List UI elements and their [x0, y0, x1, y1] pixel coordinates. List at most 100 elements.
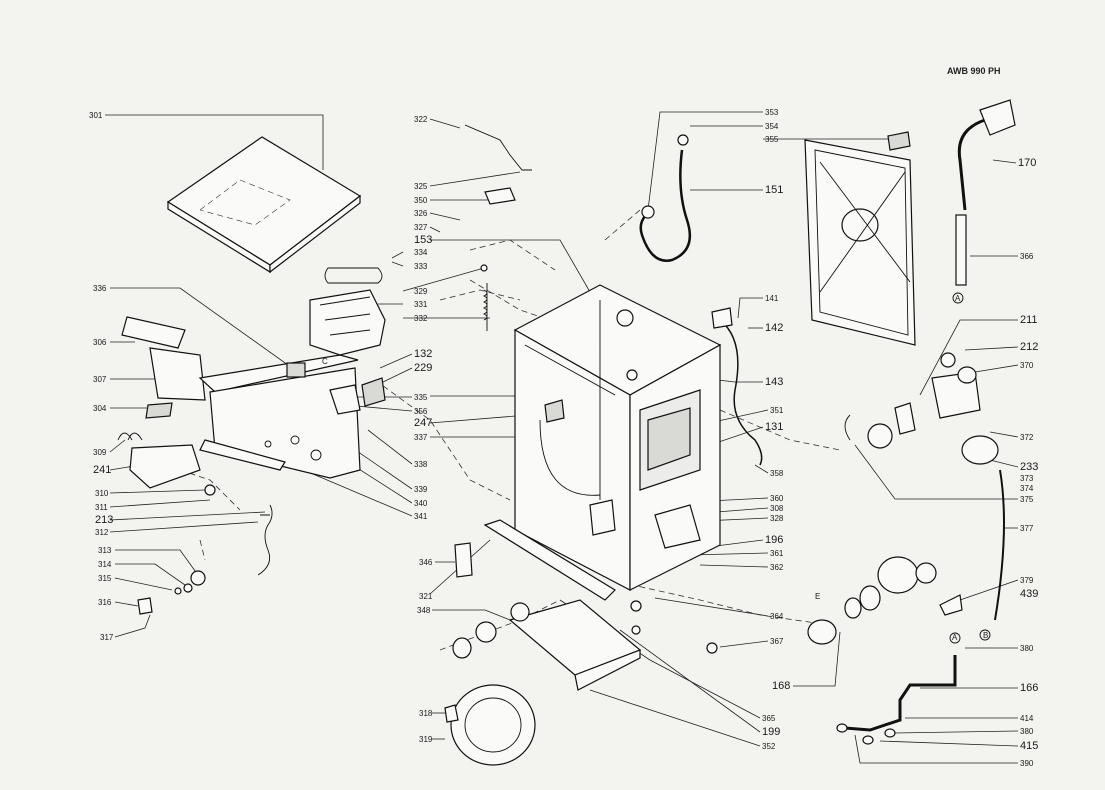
part-label: 353	[765, 108, 779, 117]
part-label: 318	[419, 709, 433, 718]
part-label: 364	[770, 612, 784, 621]
part-label: 334	[414, 248, 428, 257]
inlet-hose-and-rear-panel	[639, 131, 916, 346]
part-label: 370	[1020, 361, 1034, 370]
part-label: 339	[414, 485, 428, 494]
part-label: 352	[762, 742, 776, 751]
connection-marker: A	[955, 294, 961, 303]
part-label: 377	[1020, 524, 1034, 533]
part-label: 414	[1020, 714, 1034, 723]
part-label: 317	[100, 633, 114, 642]
part-label: 356	[414, 407, 428, 416]
part-label: 355	[765, 135, 779, 144]
top-bracket-parts	[464, 124, 532, 331]
part-label: 141	[765, 294, 779, 303]
connection-marker: E	[815, 592, 821, 601]
control-panel-parts	[117, 316, 361, 615]
part-label: 373	[1020, 474, 1034, 483]
part-label: 306	[93, 338, 107, 347]
part-label: 360	[770, 494, 784, 503]
part-label: 166	[1020, 682, 1039, 694]
part-label: 338	[414, 460, 428, 469]
part-label: 354	[765, 122, 779, 131]
part-label: 374	[1020, 484, 1034, 493]
drain-hose	[952, 99, 1016, 304]
part-label: 362	[770, 563, 784, 572]
part-label: 390	[1020, 759, 1034, 768]
part-label: 132	[414, 348, 433, 360]
part-label: 168	[772, 680, 791, 692]
part-label: 319	[419, 735, 433, 744]
part-label: 301	[89, 111, 103, 120]
part-label: 366	[1020, 252, 1034, 261]
top-cover-301	[166, 136, 362, 274]
part-label: 143	[765, 376, 784, 388]
part-label: 367	[770, 637, 784, 646]
part-label: 131	[765, 421, 784, 433]
part-label: 340	[414, 499, 428, 508]
part-label: 311	[95, 503, 108, 512]
part-label: 151	[765, 184, 784, 196]
connection-marker: B	[983, 631, 989, 640]
part-label: 365	[762, 714, 776, 723]
part-label: 199	[762, 726, 781, 738]
connection-marker: C	[322, 357, 328, 366]
connection-marker: A	[952, 633, 958, 642]
part-label: 170	[1018, 157, 1037, 169]
part-label: 337	[414, 433, 428, 442]
part-label: 380	[1020, 644, 1034, 653]
model-number: AWB 990 PH	[947, 66, 1001, 76]
part-label: 375	[1020, 495, 1034, 504]
part-label: 142	[765, 322, 784, 334]
part-label: 308	[770, 504, 784, 513]
part-label: 372	[1020, 433, 1034, 442]
cabinet-frame	[513, 284, 722, 591]
part-label: 307	[93, 375, 107, 384]
part-label: 341	[414, 512, 428, 521]
part-label: 380	[1020, 727, 1034, 736]
wiring-harness	[711, 307, 763, 466]
part-label: 321	[419, 592, 433, 601]
dispenser-assembly	[309, 267, 386, 415]
part-label: 333	[414, 262, 428, 271]
part-label: 415	[1020, 740, 1039, 752]
part-label: 196	[765, 534, 784, 546]
part-label: 351	[770, 406, 784, 415]
part-label: 325	[414, 182, 428, 191]
part-label: 327	[414, 223, 428, 232]
part-label: 314	[98, 560, 112, 569]
part-label: 309	[93, 448, 107, 457]
part-label: 329	[414, 287, 428, 296]
part-label: 153	[414, 234, 433, 246]
part-label: 358	[770, 469, 784, 478]
part-label: 316	[98, 598, 112, 607]
part-label: 313	[98, 546, 112, 555]
part-label: 304	[93, 404, 107, 413]
part-label: 315	[98, 574, 112, 583]
motor-pump-parts	[807, 352, 1005, 745]
part-label: 350	[414, 196, 428, 205]
part-label: 346	[419, 558, 433, 567]
part-label: 241	[93, 464, 112, 476]
part-label: 336	[93, 284, 107, 293]
part-label: 332	[414, 314, 428, 323]
part-label: 211	[1020, 314, 1038, 326]
part-label: 348	[417, 606, 431, 615]
part-label: 322	[414, 115, 428, 124]
part-label: 312	[95, 528, 109, 537]
part-label: 379	[1020, 576, 1034, 585]
part-label: 212	[1020, 341, 1039, 353]
part-label: 439	[1020, 588, 1039, 600]
part-label: 229	[414, 362, 433, 374]
part-label: 233	[1020, 461, 1039, 473]
part-label: 310	[95, 489, 109, 498]
part-label: 335	[414, 393, 428, 402]
base-parts	[454, 519, 718, 691]
door-parts	[444, 602, 536, 766]
part-label: 331	[414, 300, 428, 309]
part-label: 213	[95, 514, 114, 526]
part-label: 328	[770, 514, 784, 523]
part-label: 247	[414, 417, 433, 429]
